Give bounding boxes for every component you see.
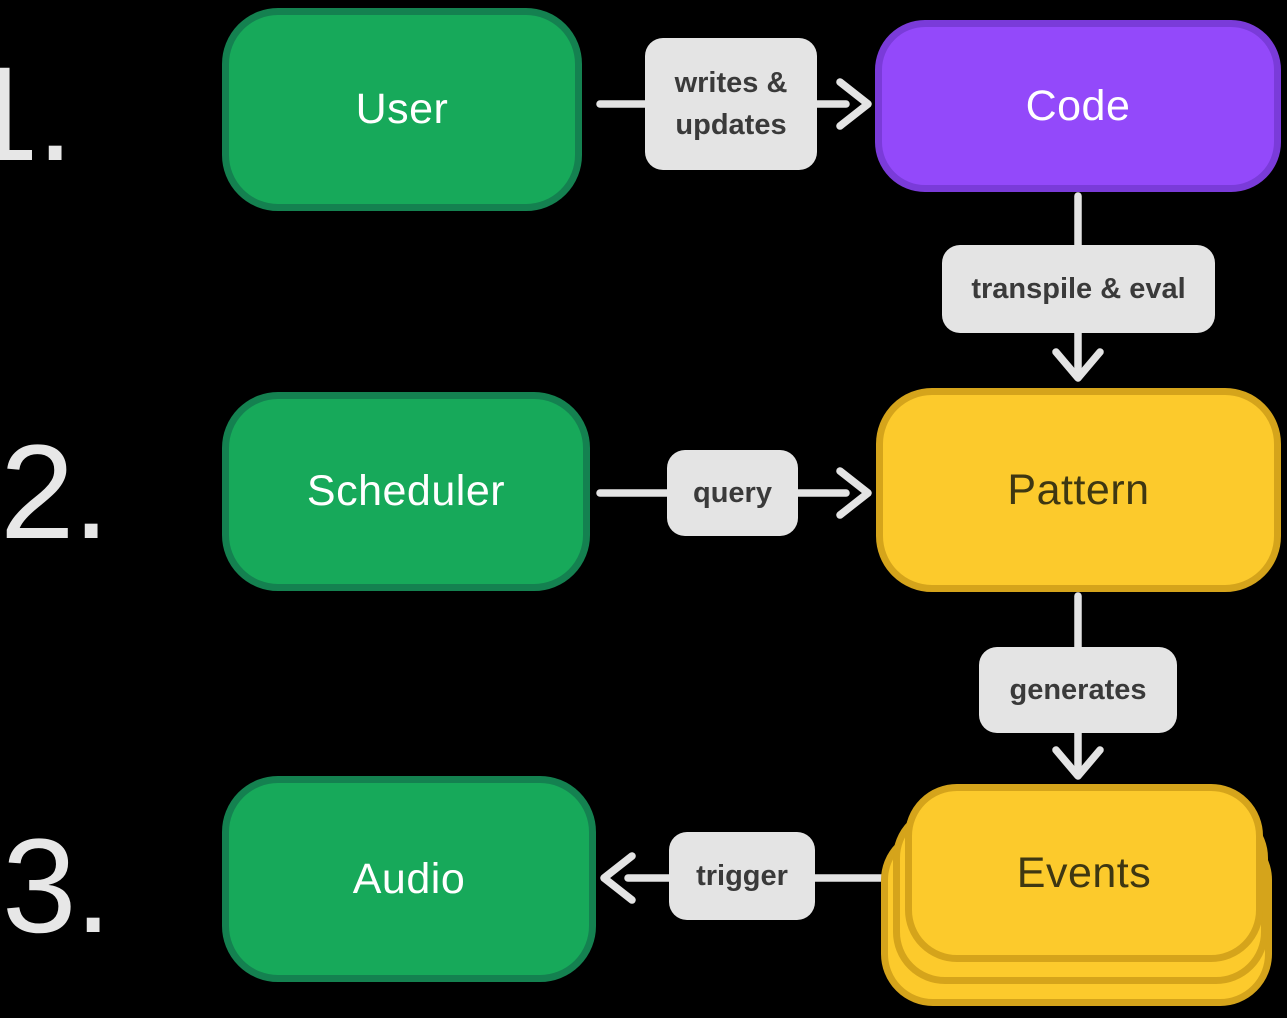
edge-label-generates: generates — [979, 647, 1177, 733]
node-user-label: User — [355, 85, 449, 133]
node-code-label: Code — [1025, 81, 1131, 130]
node-audio: Audio — [222, 776, 596, 982]
events-card-front: Events — [905, 784, 1263, 962]
node-scheduler-label: Scheduler — [306, 467, 506, 515]
node-pattern-label: Pattern — [1007, 465, 1150, 514]
arrowhead-right-icon — [836, 78, 872, 130]
step-number-2: 2. — [0, 418, 110, 567]
node-events: Events — [881, 784, 1272, 1012]
node-code: Code — [875, 20, 1281, 192]
edge-label-query: query — [667, 450, 798, 536]
edge-label-writes-updates: writes & updates — [645, 38, 817, 170]
node-events-label: Events — [1016, 848, 1152, 897]
edge-label-trigger: trigger — [669, 832, 815, 920]
arrowhead-down-icon — [1052, 746, 1104, 780]
step-number-3: 3. — [2, 812, 112, 961]
arrowhead-right-icon — [836, 467, 872, 519]
step-number-1: 1. — [0, 40, 74, 189]
edge-label-transpile-eval: transpile & eval — [942, 245, 1215, 333]
node-user: User — [222, 8, 582, 211]
node-audio-label: Audio — [352, 854, 466, 903]
arrowhead-left-icon — [600, 852, 636, 904]
node-scheduler: Scheduler — [222, 392, 590, 591]
arrowhead-down-icon — [1052, 348, 1104, 382]
node-pattern: Pattern — [876, 388, 1281, 592]
